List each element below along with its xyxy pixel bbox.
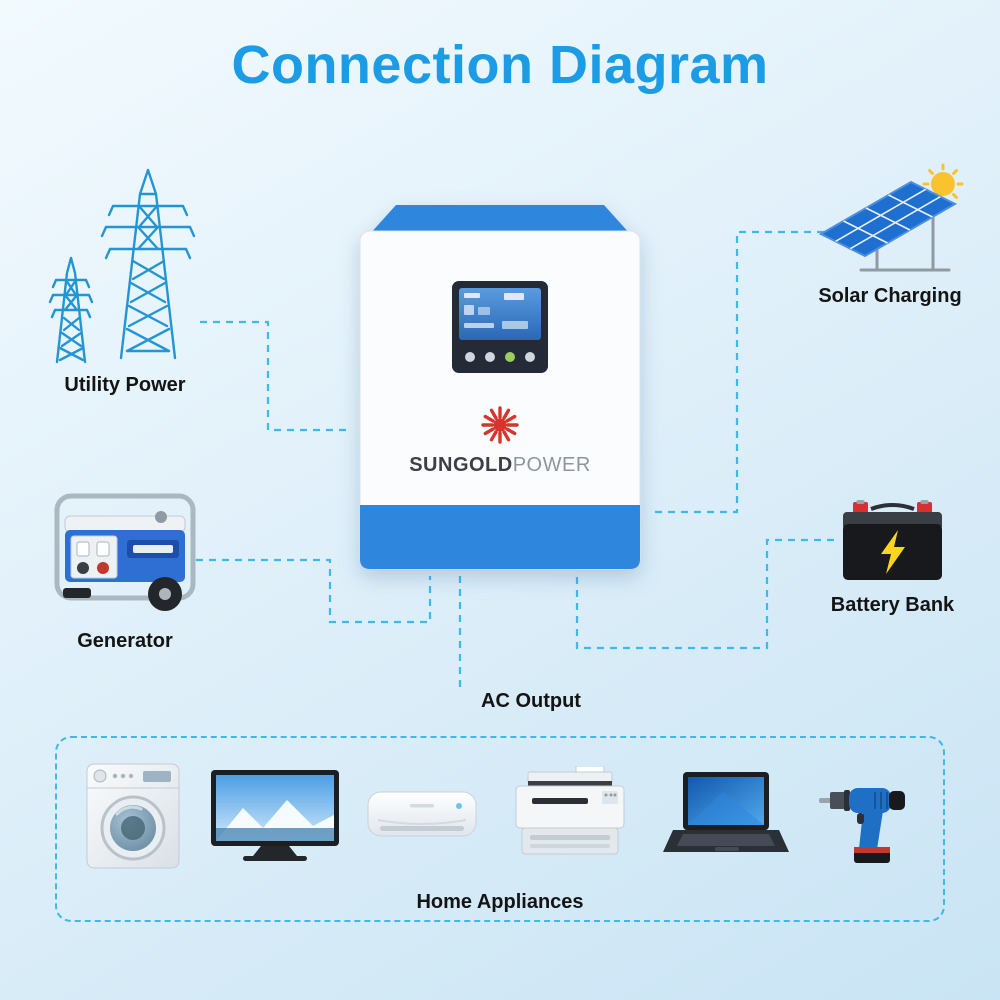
inverter-node: SUNGOLDPOWER — [352, 203, 648, 580]
laptop-icon — [663, 772, 790, 852]
battery-bank-node: Battery Bank — [825, 500, 960, 617]
solar-panel-icon — [818, 163, 964, 272]
lcd-screen-content — [464, 293, 528, 329]
generator-icon — [54, 493, 196, 611]
lightning-bolt-icon — [881, 530, 905, 574]
washing-machine-icon — [86, 763, 180, 869]
printer-icon — [515, 766, 625, 855]
sunburst-icon — [481, 406, 519, 444]
generator-connection-line — [196, 558, 432, 624]
brand-text: SUNGOLDPOWER — [409, 454, 591, 476]
battery-icon — [843, 500, 942, 580]
brand-power: POWER — [513, 454, 591, 476]
home-appliances-box: Home Appliances — [55, 736, 945, 922]
solar-connection-line — [649, 230, 824, 514]
drill-icon — [818, 788, 905, 863]
battery-connection-line — [575, 538, 834, 650]
inverter-buttons — [465, 352, 535, 362]
ac-output-label: AC Output — [481, 690, 581, 712]
utility-connection-line — [200, 320, 352, 432]
solar-charging-node: Solar Charging — [805, 162, 975, 308]
page-title: Connection Diagram — [231, 35, 769, 95]
generator-node: Generator — [40, 490, 210, 653]
utility-power-node: Utility Power — [40, 166, 210, 397]
generator-label: Generator — [77, 630, 173, 652]
home-appliances-label: Home Appliances — [416, 891, 584, 913]
inverter-bottom-panel — [360, 505, 640, 569]
sungoldpower-logo: SUNGOLDPOWER — [409, 406, 591, 476]
transmission-tower-icon — [48, 168, 195, 364]
battery-bank-label: Battery Bank — [830, 594, 955, 616]
appliance-row — [57, 738, 943, 920]
inverter: SUNGOLDPOWER — [359, 205, 641, 570]
solar-charging-label: Solar Charging — [818, 285, 962, 307]
air-conditioner-icon — [367, 791, 477, 837]
utility-power-label: Utility Power — [64, 374, 186, 396]
tv-icon — [210, 770, 339, 861]
brand-sungold: SUNGOLD — [409, 454, 513, 476]
